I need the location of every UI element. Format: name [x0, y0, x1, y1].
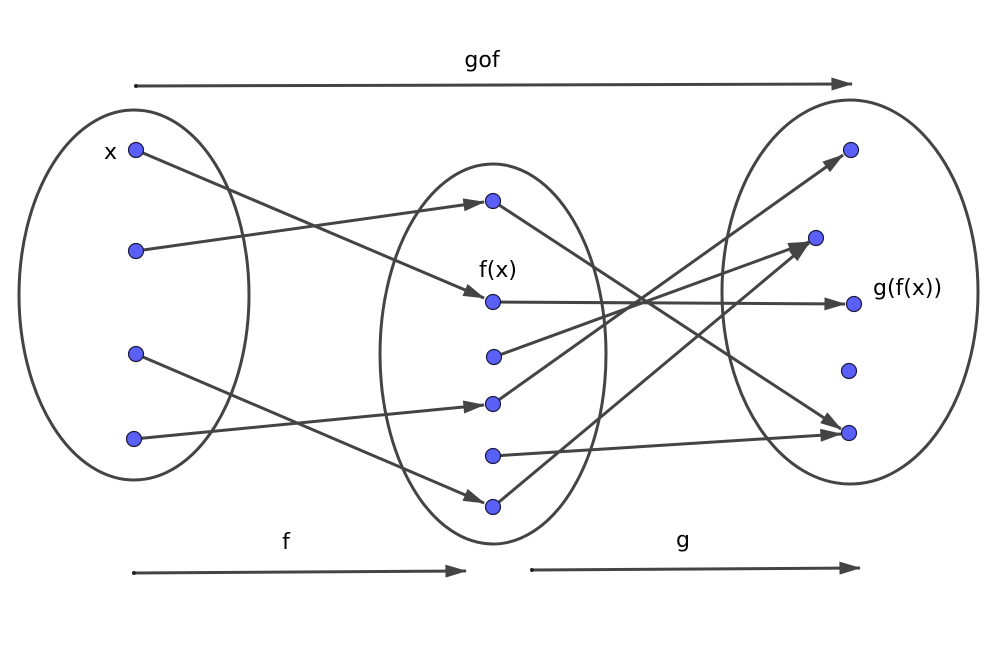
f-map-arrow [133, 400, 486, 441]
g-arrow-start [530, 568, 534, 572]
gfx-label: g(f(x)) [873, 276, 942, 301]
g-map-arrow [492, 241, 810, 509]
point[interactable] [842, 141, 860, 159]
g-mappings [492, 153, 847, 509]
f-map-arrow [135, 198, 486, 253]
domain-points [125, 141, 145, 448]
codomain-set-f [378, 162, 608, 546]
gof-arrow [135, 77, 854, 91]
g-label: g [676, 528, 690, 553]
point[interactable] [484, 192, 502, 210]
point[interactable] [485, 348, 503, 366]
domain-set-x [17, 108, 251, 482]
f-map-arrow [135, 148, 485, 300]
x-label: x [104, 140, 117, 165]
range-points [807, 141, 863, 442]
f-label: f [282, 530, 291, 555]
point[interactable] [125, 430, 143, 448]
point-gfx[interactable] [845, 295, 863, 313]
point-x[interactable] [127, 141, 145, 159]
point[interactable] [484, 447, 502, 465]
codomain-set-g [720, 98, 980, 486]
f-mappings [133, 148, 486, 505]
g-map-arrow [492, 153, 844, 406]
gof-arrow-start [134, 84, 138, 88]
point[interactable] [807, 229, 825, 247]
g-map-arrow [492, 428, 843, 458]
fx-label: f(x) [479, 258, 517, 283]
middle-points [484, 192, 503, 516]
f-arrow-start [132, 571, 136, 575]
point[interactable] [840, 424, 858, 442]
g-map-arrow [493, 240, 811, 359]
point[interactable] [127, 242, 145, 260]
f-arrow [133, 564, 468, 578]
gof-arrow-group: gof [134, 48, 854, 91]
point[interactable] [840, 362, 858, 380]
f-map-arrow [135, 352, 485, 505]
gof-label: gof [464, 48, 500, 73]
point-fx[interactable] [484, 293, 502, 311]
g-arrow-group: g [530, 528, 862, 575]
point[interactable] [484, 395, 502, 413]
point[interactable] [127, 345, 145, 363]
g-map-arrow [492, 199, 842, 431]
f-arrow-group: f [132, 530, 468, 578]
point[interactable] [484, 498, 502, 516]
g-arrow [531, 561, 862, 575]
g-map-arrow [492, 297, 847, 311]
